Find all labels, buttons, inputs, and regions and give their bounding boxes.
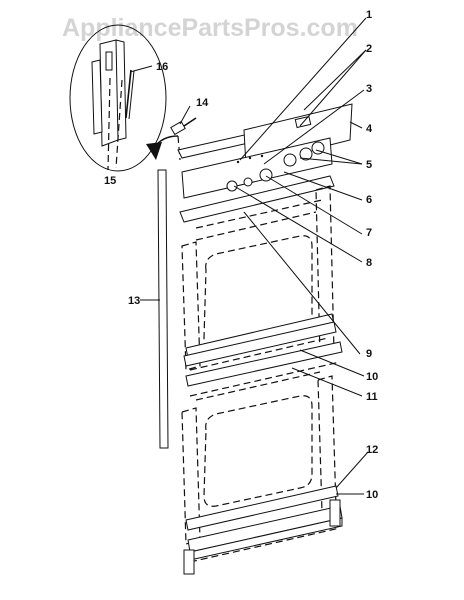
callout-10-lower: 10	[366, 489, 378, 501]
callout-4: 4	[366, 123, 373, 135]
part-13-rod	[157, 169, 169, 449]
callout-7: 7	[366, 227, 372, 239]
leader-lines	[129, 17, 369, 495]
callout-6: 6	[366, 194, 372, 206]
callout-12: 12	[366, 444, 378, 456]
callout-3: 3	[366, 83, 372, 95]
callout-8: 8	[366, 257, 372, 269]
callout-11: 11	[366, 391, 378, 403]
callout-14: 14	[196, 97, 209, 109]
curved-arrow	[146, 135, 179, 160]
callout-16: 16	[156, 61, 168, 73]
callout-13: 13	[128, 295, 140, 307]
watermark-text: AppliancePartsPros.com	[62, 14, 358, 42]
callout-9: 9	[366, 348, 372, 360]
middle-rails	[183, 321, 343, 397]
callout-2: 2	[366, 43, 372, 55]
callout-15: 15	[104, 175, 116, 187]
callouts: 1 2 3 4 5 6 7 8 9 10 11 12 10 13 14 15 1…	[104, 9, 378, 501]
lower-door-frame	[181, 371, 343, 575]
part-14-screw	[170, 117, 197, 161]
inset-detail	[69, 24, 167, 172]
callout-10-upper: 10	[366, 371, 378, 383]
callout-5: 5	[366, 159, 372, 171]
callout-1: 1	[366, 9, 372, 21]
